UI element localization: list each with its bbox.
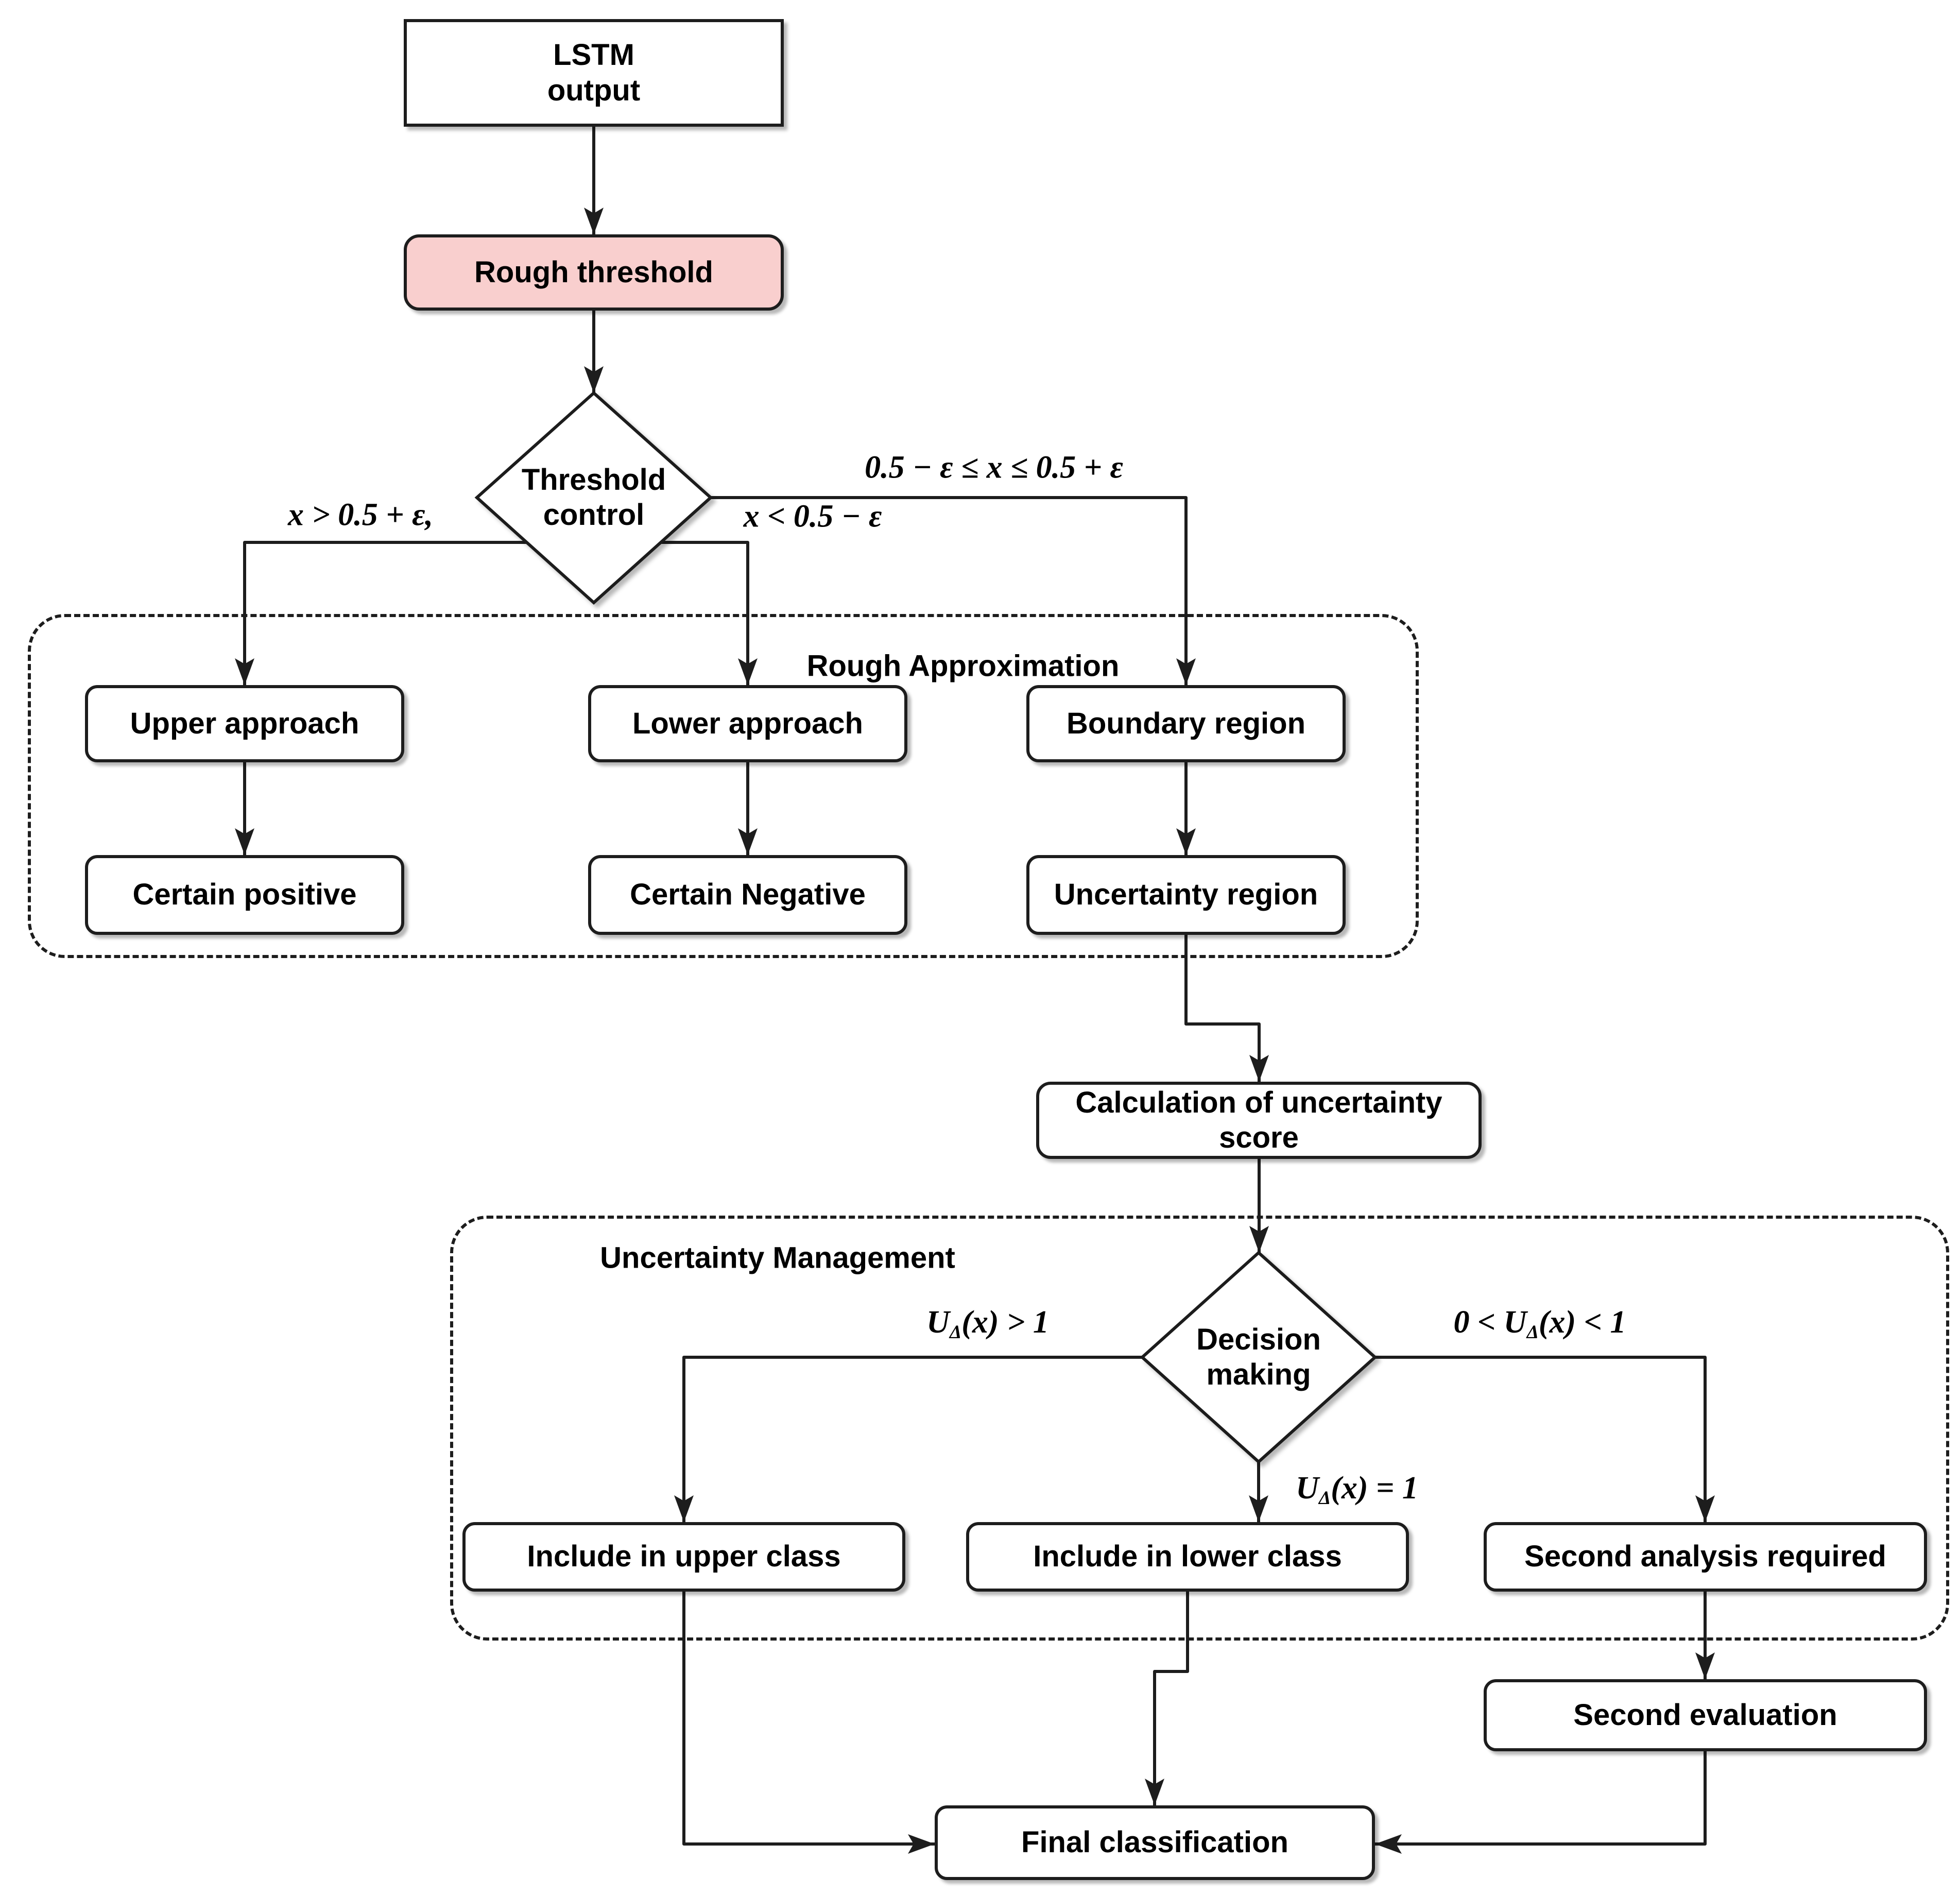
- edge-uncertainty-region-to-calc: [1184, 935, 1269, 1082]
- node-second-analysis-required: Second analysis required: [1484, 1522, 1927, 1592]
- edge-control-to-lower-approach: [661, 541, 758, 685]
- edge-include-upper-to-final: [682, 1592, 935, 1854]
- node-boundary-region: Boundary region: [1026, 685, 1346, 762]
- node-decision-making-label: Decision making: [1196, 1322, 1321, 1391]
- node-upper-approach: Upper approach: [85, 685, 404, 762]
- edge-label-x-greater: x > 0.5 + ε,: [287, 497, 434, 533]
- u-greater-base: U: [926, 1304, 950, 1340]
- edge-second-evaluation-to-final: [1375, 1751, 1707, 1854]
- node-threshold-control-diamond: [474, 390, 713, 605]
- edge-label-u-between-0-1: 0 < UΔ(x) < 1: [1453, 1304, 1626, 1343]
- container-label-rough-approximation: Rough Approximation: [806, 649, 1120, 683]
- u-range-sub: Δ: [1526, 1322, 1539, 1343]
- u-equals-base: U: [1296, 1470, 1319, 1506]
- edge-label-x-less: x < 0.5 − ε: [743, 499, 882, 534]
- node-include-in-lower-class: Include in lower class: [966, 1522, 1409, 1592]
- u-range-base: U: [1503, 1304, 1527, 1340]
- edge-control-to-boundary-region: [711, 496, 1196, 685]
- edge-label-u-greater-1: UΔ(x) > 1: [926, 1304, 1049, 1343]
- node-decision-making-diamond: [1140, 1250, 1378, 1464]
- container-rough-approximation: [28, 614, 1419, 958]
- node-certain-negative: Certain Negative: [588, 855, 907, 935]
- node-rough-threshold: Rough threshold: [404, 234, 784, 311]
- node-include-in-upper-class: Include in upper class: [462, 1522, 905, 1592]
- edge-decision-to-include-upper: [674, 1356, 1142, 1522]
- edge-label-x-range: 0.5 − ε ≤ x ≤ 0.5 + ε: [865, 450, 1123, 485]
- u-greater-sub: Δ: [949, 1322, 962, 1343]
- u-range-rest: (x) < 1: [1538, 1304, 1626, 1340]
- node-final-classification: Final classification: [935, 1805, 1375, 1880]
- edge-include-lower-to-final: [1145, 1592, 1189, 1805]
- node-lstm-output: LSTM output: [404, 19, 784, 127]
- node-calculation-of-uncertainty-score: Calculation of uncertainty score: [1036, 1082, 1482, 1159]
- container-uncertainty-management: [450, 1216, 1949, 1641]
- node-second-evaluation: Second evaluation: [1484, 1679, 1927, 1751]
- edge-label-u-equals-1: UΔ(x) = 1: [1296, 1470, 1418, 1509]
- node-lower-approach: Lower approach: [588, 685, 907, 762]
- u-greater-rest: (x) > 1: [961, 1304, 1049, 1340]
- u-equals-rest: (x) = 1: [1331, 1470, 1418, 1506]
- u-range-pre: 0 <: [1453, 1304, 1504, 1340]
- node-uncertainty-region: Uncertainty region: [1026, 855, 1346, 935]
- u-equals-sub: Δ: [1318, 1488, 1331, 1509]
- edge-decision-to-second-analysis: [1375, 1356, 1715, 1522]
- container-label-uncertainty-management: Uncertainty Management: [600, 1241, 955, 1275]
- edge-control-to-upper-approach: [235, 541, 527, 685]
- node-threshold-control-label: Threshold control: [521, 463, 666, 532]
- node-certain-positive: Certain positive: [85, 855, 404, 935]
